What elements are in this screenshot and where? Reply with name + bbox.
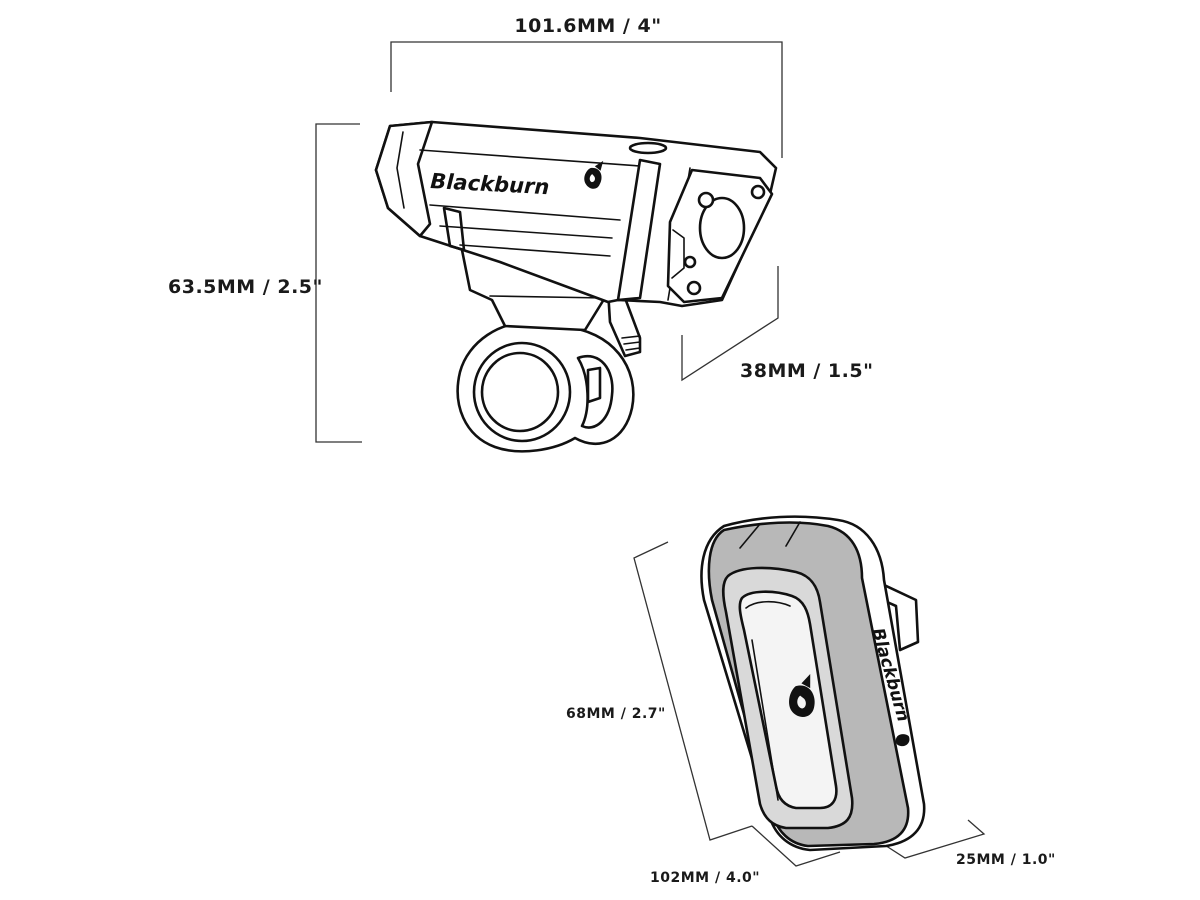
handlebar-clamp [456,320,635,453]
rear-depth-label: 25MM / 1.0" [956,852,1056,868]
front-light-group: 101.6MM / 4" 63.5MM / 2.5" 38MM / 1.5" [168,15,873,453]
front-light-body: Blackburn [374,120,778,308]
rear-side-flame-icon [895,734,910,747]
rear-width-dimension: 102MM / 4.0" [650,825,841,886]
rear-depth-dimension: 25MM / 1.0" [879,819,1056,868]
rear-width-label: 102MM / 4.0" [650,870,760,886]
front-depth-label: 38MM / 1.5" [740,360,873,382]
rear-light-group: 68MM / 2.7" 102MM / 4.0" 25MM / 1.0" [566,515,1056,886]
rear-flame-logo-icon [789,674,815,717]
front-width-dimension: 101.6MM / 4" [390,15,783,158]
rear-height-dimension: 68MM / 2.7" [566,541,753,841]
front-height-label: 63.5MM / 2.5" [168,276,323,298]
front-width-label: 101.6MM / 4" [514,15,661,37]
front-depth-dimension: 38MM / 1.5" [681,266,873,382]
flame-logo-icon [584,160,604,189]
rear-light-lens [738,590,838,810]
front-height-dimension: 63.5MM / 2.5" [168,123,362,443]
rear-height-label: 68MM / 2.7" [566,706,666,722]
